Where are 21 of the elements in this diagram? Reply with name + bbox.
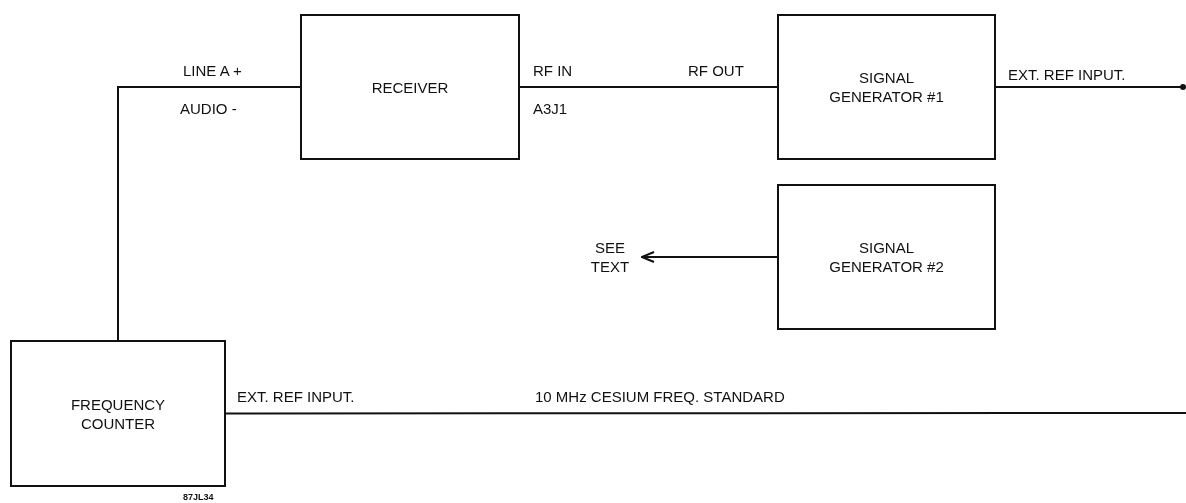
port-label: EXT. REF INPUT. xyxy=(237,388,355,406)
port-label: LINE A + xyxy=(183,62,242,80)
device-label: SIGNAL GENERATOR #1 xyxy=(828,68,945,106)
port-label: RF OUT xyxy=(688,62,744,80)
device-label: FREQUENCY COUNTER xyxy=(69,394,167,433)
signal-line xyxy=(117,86,301,341)
device-box xyxy=(300,14,520,160)
device-box xyxy=(777,184,996,330)
signal-line xyxy=(519,86,778,88)
device-box xyxy=(777,14,996,160)
device-label: SIGNAL GENERATOR #2 xyxy=(828,238,945,276)
arrow xyxy=(641,251,778,263)
device-box xyxy=(10,340,226,487)
port-label: 10 MHz CESIUM FREQ. STANDARD xyxy=(535,388,785,406)
port-label: AUDIO - xyxy=(180,100,237,118)
port-label: EXT. REF INPUT. xyxy=(1008,66,1126,84)
signal-line xyxy=(225,412,1186,415)
port-label: RF IN xyxy=(533,62,573,80)
signal-line xyxy=(995,84,1186,90)
device-label: RECEIVER xyxy=(371,77,449,97)
port-label: A3J1 xyxy=(533,100,568,118)
